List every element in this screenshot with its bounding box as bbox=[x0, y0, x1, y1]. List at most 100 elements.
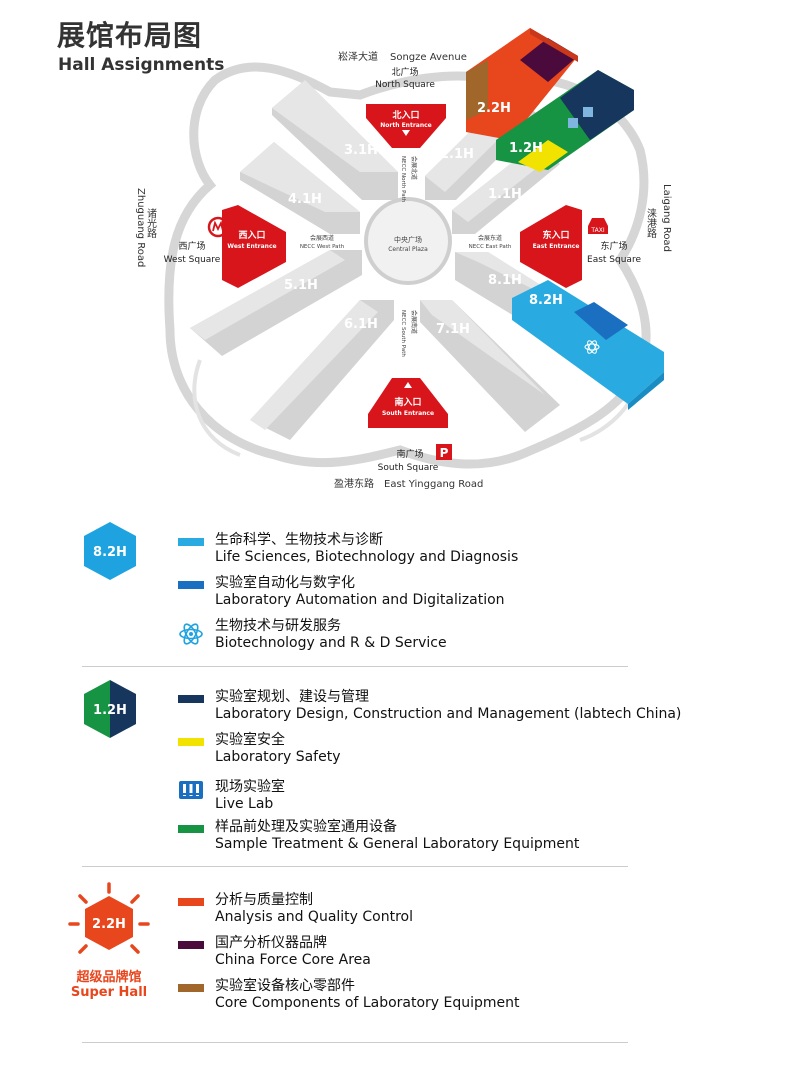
hall-label: 1.1H bbox=[488, 187, 522, 202]
east-square-en: East Square bbox=[587, 255, 641, 265]
hall-label: 6.1H bbox=[344, 317, 378, 332]
legend-item-cn: 生物技术与研发服务 bbox=[215, 618, 341, 634]
metro-icon bbox=[207, 216, 229, 238]
hall-label: 2.2H bbox=[477, 101, 511, 116]
color-swatch bbox=[178, 738, 204, 746]
color-swatch bbox=[178, 898, 204, 906]
taxi-icon: TAXI bbox=[588, 218, 608, 234]
east-road-en: Laigang Road bbox=[661, 184, 672, 252]
legend-item-en: Life Sciences, Biotechnology and Diagnos… bbox=[215, 549, 519, 565]
legend-item-cn: 实验室安全 bbox=[215, 732, 285, 748]
north-path-cn: 会展北道 bbox=[410, 156, 418, 180]
hall-1-2h bbox=[496, 70, 634, 172]
south-entrance bbox=[368, 378, 448, 428]
legend-item-en: Laboratory Safety bbox=[215, 749, 341, 765]
south-entrance-en: South Entrance bbox=[382, 410, 434, 417]
hall-8-2h-badge: 8.2H bbox=[84, 522, 136, 580]
legend-item-en: China Force Core Area bbox=[215, 952, 371, 968]
east-path-en: NECC East Path bbox=[469, 244, 512, 250]
east-entrance-cn: 东入口 bbox=[542, 229, 569, 241]
hall-5-1h bbox=[190, 250, 362, 356]
color-swatch bbox=[178, 984, 204, 992]
legend-item-cn: 生命科学、生物技术与诊断 bbox=[215, 532, 383, 548]
legend-item-en: Analysis and Quality Control bbox=[215, 909, 414, 925]
east-entrance-en: East Entrance bbox=[533, 243, 580, 250]
south-road-en: East Yinggang Road bbox=[384, 479, 483, 490]
west-road-cn: 诸光路 bbox=[145, 208, 157, 239]
super-hall-cn: 超级品牌馆 bbox=[76, 970, 142, 985]
south-path-en: NECC South Path bbox=[400, 310, 406, 357]
legend-item-en: Biotechnology and R & D Service bbox=[215, 635, 447, 651]
east-entrance bbox=[512, 205, 582, 288]
north-square-en: North Square bbox=[375, 80, 435, 90]
central-plaza bbox=[364, 197, 452, 285]
legend-item-en: Laboratory Design, Construction and Mana… bbox=[215, 706, 682, 722]
hall-label: 8.2H bbox=[529, 293, 563, 308]
divider bbox=[82, 1042, 628, 1043]
hall-1-2h-badge: 1.2H bbox=[84, 680, 136, 738]
east-square-cn: 东广场 bbox=[600, 240, 627, 252]
taxi-label: TAXI bbox=[590, 227, 604, 234]
hall-label: 7.1H bbox=[436, 322, 470, 337]
central-plaza-cn: 中央广场 bbox=[394, 235, 422, 244]
south-entrance-cn: 南入口 bbox=[394, 396, 421, 408]
venue-map: TAXI P 3.1H 2.1H 4.1H 1.1H 5.1H 8.1H 6.1… bbox=[135, 28, 672, 490]
hall-label: 5.1H bbox=[284, 278, 318, 293]
legend-item-cn: 现场实验室 bbox=[215, 779, 285, 795]
color-swatch bbox=[178, 825, 204, 833]
legend-item-cn: 实验室设备核心零部件 bbox=[215, 978, 355, 994]
north-road-en: Songze Avenue bbox=[390, 52, 467, 63]
legend-item-en: Core Components of Laboratory Equipment bbox=[215, 995, 520, 1011]
hall-6-1h bbox=[250, 300, 394, 440]
south-square-en: South Square bbox=[378, 463, 439, 473]
west-road-en: Zhuguang Road bbox=[135, 188, 146, 267]
page-title-cn: 展馆布局图 bbox=[57, 19, 203, 52]
hall-1-2h-badge-label: 1.2H bbox=[93, 703, 127, 718]
legend-item-en: Laboratory Automation and Digitalization bbox=[215, 592, 505, 608]
east-road-cn: 涞港路 bbox=[645, 208, 657, 239]
legend-item-cn: 样品前处理及实验室通用设备 bbox=[215, 819, 397, 835]
hall-2-2h-badge: 2.2H bbox=[68, 882, 150, 954]
color-swatch bbox=[178, 695, 204, 703]
south-road-cn: 盈港东路 bbox=[334, 477, 374, 490]
north-entrance-cn: 北入口 bbox=[392, 109, 419, 121]
west-square-en: West Square bbox=[164, 255, 221, 265]
west-entrance-cn: 西入口 bbox=[238, 230, 265, 241]
north-square-cn: 北广场 bbox=[391, 66, 418, 78]
legend-item-en: Live Lab bbox=[215, 796, 274, 812]
parking-icon: P bbox=[436, 444, 452, 460]
legend-item-cn: 实验室规划、建设与管理 bbox=[215, 689, 369, 705]
divider bbox=[82, 666, 628, 667]
hall-7-1h bbox=[420, 300, 560, 432]
west-path-en: NECC West Path bbox=[300, 244, 345, 250]
west-square-cn: 西广场 bbox=[178, 240, 205, 252]
north-entrance-en: North Entrance bbox=[380, 122, 431, 129]
west-entrance bbox=[222, 205, 294, 288]
atom-icon bbox=[179, 623, 203, 645]
legend-item-cn: 分析与质量控制 bbox=[215, 892, 313, 908]
hall-4-1h bbox=[240, 142, 360, 234]
hall-label: 2.1H bbox=[440, 147, 474, 162]
hall-label: 8.1H bbox=[488, 273, 522, 288]
color-swatch bbox=[178, 581, 204, 589]
divider bbox=[82, 866, 628, 867]
hall-label: 4.1H bbox=[288, 192, 322, 207]
live-lab-icon bbox=[179, 781, 203, 799]
north-entrance bbox=[366, 104, 446, 148]
west-entrance-en: West Entrance bbox=[227, 243, 276, 250]
super-hall-en: Super Hall bbox=[70, 985, 148, 1000]
north-road-cn: 崧泽大道 bbox=[338, 50, 378, 63]
color-swatch bbox=[178, 941, 204, 949]
legend-item-en: Sample Treatment & General Laboratory Eq… bbox=[215, 836, 580, 852]
hall-3-1h bbox=[272, 80, 398, 200]
color-swatch bbox=[178, 538, 204, 546]
hall-2-2h-badge-label: 2.2H bbox=[92, 917, 126, 932]
hall-2-2h bbox=[466, 28, 578, 140]
page-title-en: Hall Assignments bbox=[58, 55, 225, 75]
south-path-cn: 会展南道 bbox=[410, 310, 418, 334]
parking-label: P bbox=[440, 446, 449, 460]
hall-8-2h-badge-label: 8.2H bbox=[93, 545, 127, 560]
legend-item-cn: 国产分析仪器品牌 bbox=[215, 935, 327, 951]
legend-item-cn: 实验室自动化与数字化 bbox=[215, 575, 355, 591]
east-path-cn: 会展东道 bbox=[478, 234, 502, 242]
